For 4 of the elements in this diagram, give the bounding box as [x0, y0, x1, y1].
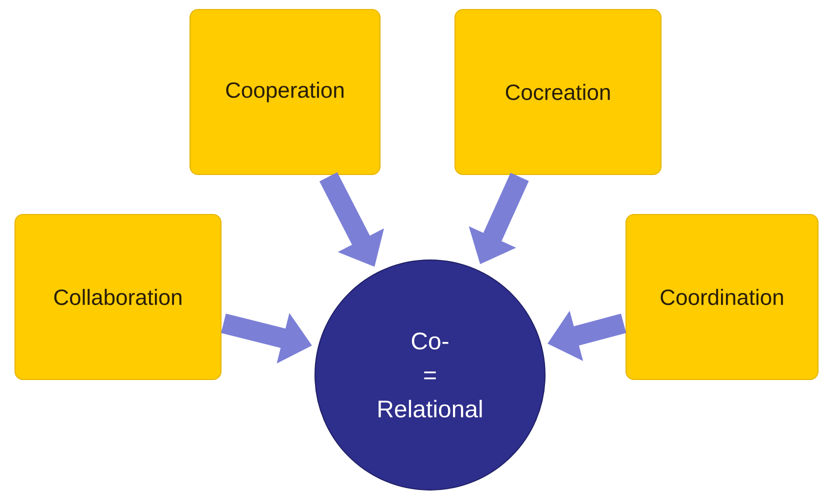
concept-box: Coordination — [626, 214, 818, 380]
concept-box: Cooperation — [190, 9, 380, 175]
concept-box: Collaboration — [14, 214, 222, 380]
concept-box: Cocreation — [454, 9, 662, 175]
